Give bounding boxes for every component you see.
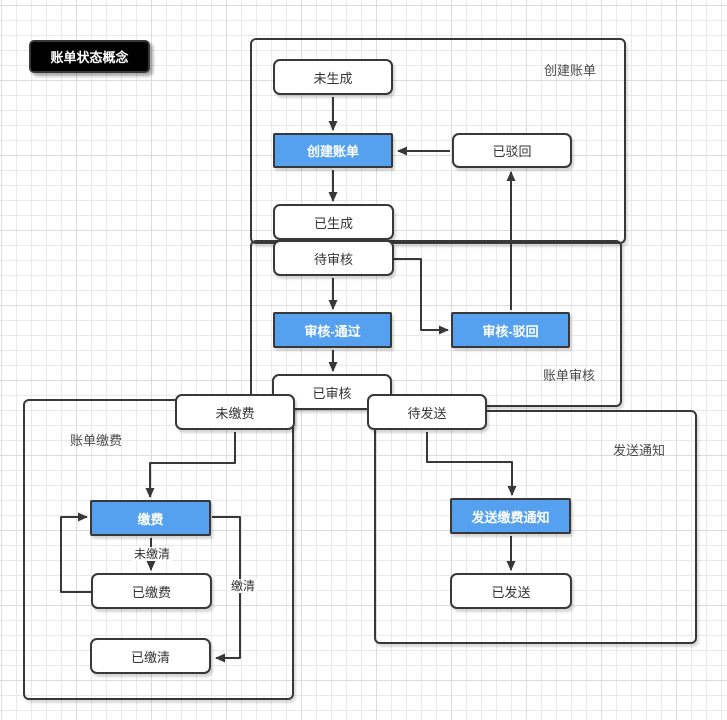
node-reviewed[interactable]: 已审核: [272, 374, 392, 410]
container-send-notification[interactable]: 发送通知: [374, 410, 697, 644]
container-bill-payment[interactable]: 账单缴费: [23, 399, 294, 700]
container-create-bill[interactable]: 创建账单: [250, 38, 626, 244]
node-unpaid[interactable]: 未缴费: [175, 394, 295, 430]
node-sent[interactable]: 已发送: [450, 573, 572, 609]
diagram-title[interactable]: 账单状态概念: [29, 40, 150, 73]
node-pending-review[interactable]: 待审核: [273, 240, 394, 276]
node-rejected[interactable]: 已驳回: [452, 133, 572, 168]
node-not-generated[interactable]: 未生成: [273, 59, 393, 95]
node-review-reject[interactable]: 审核-驳回: [451, 312, 570, 348]
node-paid-off[interactable]: 已缴清: [90, 638, 211, 674]
node-pay[interactable]: 缴费: [90, 500, 211, 536]
node-pending-send[interactable]: 待发送: [367, 394, 487, 430]
node-generated[interactable]: 已生成: [273, 204, 394, 240]
container-label: 创建账单: [543, 63, 596, 78]
edge-label-not-paid-off: 未缴清: [131, 547, 173, 561]
node-review-pass[interactable]: 审核-通过: [273, 312, 392, 348]
node-send-payment-notice[interactable]: 发送缴费通知: [450, 498, 571, 534]
edge-label-paid-off: 缴清: [228, 579, 258, 593]
node-create-bill[interactable]: 创建账单: [273, 133, 393, 168]
container-label: 账单缴费: [70, 433, 123, 448]
container-label: 发送通知: [612, 443, 665, 458]
node-paid[interactable]: 已缴费: [91, 573, 212, 609]
container-label: 账单审核: [542, 368, 595, 383]
